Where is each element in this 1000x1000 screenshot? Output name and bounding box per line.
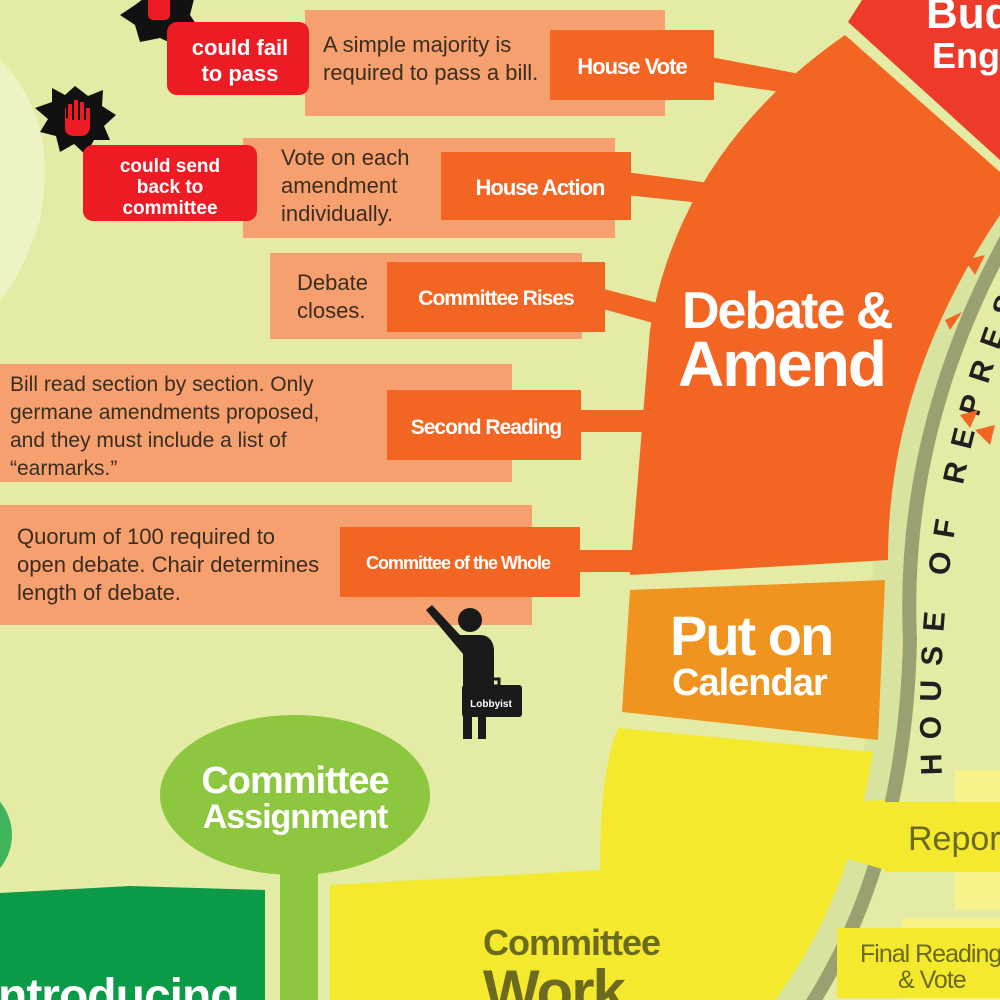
committee-assignment-line1: Committee xyxy=(201,760,388,802)
report-connector xyxy=(770,800,885,870)
final-reading-line1: Final Reading xyxy=(860,940,1000,968)
second-reading-desc-line1: Bill read section by section. Only xyxy=(10,373,314,396)
budget-section xyxy=(848,0,1000,160)
could-fail-line1: could fail xyxy=(192,35,289,60)
committee-whole-label-box xyxy=(340,527,580,597)
committee-rises-label-box xyxy=(387,262,605,332)
house-vote-connector xyxy=(700,55,805,95)
committee-rises-label: Committee Rises xyxy=(418,287,574,310)
house-vote-label-box xyxy=(550,30,714,100)
committee-work-section xyxy=(330,728,873,1000)
debate-label-line1: Debate & xyxy=(682,282,892,340)
house-action-connector xyxy=(625,172,725,205)
could-send-line2: back to xyxy=(137,177,204,198)
committee-assignment-line2: Assignment xyxy=(203,798,388,836)
final-reading-line2: & Vote xyxy=(898,966,966,994)
report-label: Repor xyxy=(908,820,1000,858)
second-reading-desc-line4: “earmarks.” xyxy=(10,457,117,480)
budget-label-line2: Engr xyxy=(932,35,1000,76)
committee-work-line2: Work xyxy=(483,958,627,1000)
house-action-label-box xyxy=(441,152,631,220)
committee-whole-desc-line3: length of debate. xyxy=(17,580,181,605)
house-action-desc-line1: Vote on each xyxy=(281,145,409,170)
house-action-label: House Action xyxy=(476,175,606,200)
second-reading-label: Second Reading xyxy=(411,416,562,439)
house-action-desc-line2: amendment xyxy=(281,173,397,198)
introducing-section xyxy=(0,886,265,1000)
debate-label-line2: Amend xyxy=(678,328,885,400)
lobbyist-figure-icon xyxy=(426,605,522,739)
calendar-section xyxy=(622,580,885,740)
background-decoration xyxy=(0,60,45,300)
ring-band xyxy=(805,236,1000,1000)
second-reading-desc-line2: germane amendments proposed, xyxy=(10,401,319,424)
house-action-desc-line3: individually. xyxy=(281,201,393,226)
second-reading-connector xyxy=(580,410,660,432)
calendar-label-line2: Calendar xyxy=(672,662,828,704)
second-reading-label-box xyxy=(387,390,581,460)
committee-assignment-node xyxy=(160,715,430,875)
debate-amend-section xyxy=(630,35,1000,575)
calendar-label-line1: Put on xyxy=(670,604,832,667)
committee-rises-connector xyxy=(600,288,665,325)
final-reading-box xyxy=(837,928,1000,998)
could-fail-warning xyxy=(167,22,309,95)
house-vote-label: House Vote xyxy=(577,54,687,79)
stop-hand-icon xyxy=(35,86,116,155)
lobbyist-label: Lobbyist xyxy=(470,699,512,710)
house-vote-desc-line2: required to pass a bill. xyxy=(323,60,538,85)
could-fail-line2: to pass xyxy=(201,61,278,86)
budget-label-line1: Bud xyxy=(926,0,1000,38)
committee-whole-desc-line1: Quorum of 100 required to xyxy=(17,524,275,549)
committee-whole-label: Committee of the Whole xyxy=(366,553,551,573)
could-send-line1: could send xyxy=(120,156,220,177)
introducing-label: ntroducing xyxy=(0,970,239,1000)
second-reading-desc-line3: and they must include a list of xyxy=(10,429,287,452)
committee-whole-desc-line2: open debate. Chair determines xyxy=(17,552,319,577)
previous-step-circle xyxy=(0,801,12,869)
could-send-line3: committee xyxy=(122,198,217,219)
committee-rises-desc-line1: Debate xyxy=(297,270,368,295)
report-box xyxy=(885,802,1000,872)
could-send-back-warning xyxy=(83,145,257,221)
committee-rises-desc-line2: closes. xyxy=(297,298,365,323)
committee-whole-connector xyxy=(575,550,635,572)
house-vote-desc-line1: A simple majority is xyxy=(323,32,511,57)
committee-work-line1: Committee xyxy=(483,922,660,963)
ring-outer xyxy=(773,189,1000,1000)
assignment-stem xyxy=(280,870,318,1000)
